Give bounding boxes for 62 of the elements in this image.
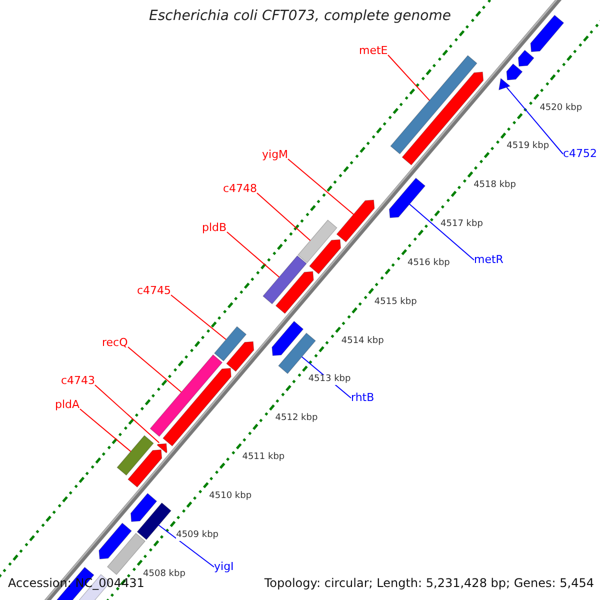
gene-label: c4743 (61, 375, 96, 388)
gene-feature (506, 63, 523, 80)
gene-label: pldA (55, 399, 80, 412)
leader-line (158, 524, 214, 568)
leader-line (409, 204, 474, 260)
gene-label: metR (474, 254, 504, 266)
scale-label: 4517 kbp (440, 220, 483, 230)
leader-line (128, 346, 182, 393)
gene-label: yigM (262, 149, 288, 162)
gene-bar (136, 502, 172, 540)
gene-feature (309, 239, 341, 274)
genome-info-text: Topology: circular; Length: 5,231,428 bp; Genes: 5,454 (264, 577, 594, 590)
gene-feature (98, 522, 132, 560)
leader-line (226, 232, 280, 278)
gene-bar (278, 332, 316, 374)
scale-label: 4512 kbp (275, 414, 318, 424)
scale-label: 4519 kbp (506, 142, 550, 152)
gene-feature (130, 492, 158, 522)
gene-feature (275, 271, 314, 314)
scale-label: 4509 kbp (176, 530, 219, 541)
scale-label: 4515 kbp (374, 298, 417, 308)
gene-bar (116, 435, 154, 476)
leader-line (170, 294, 227, 340)
leader-line (94, 384, 160, 444)
scale-label: 4513 kbp (308, 375, 351, 386)
gene-label: pldB (202, 222, 227, 234)
scale-label: 4514 kbp (341, 336, 384, 346)
scale-label: 4518 kbp (474, 181, 516, 192)
gene-bar (262, 255, 307, 304)
leader-line (388, 54, 430, 101)
gene-feature (226, 341, 254, 372)
gene-feature (389, 178, 426, 218)
gene-label: yigI (214, 561, 234, 574)
gene-bar (150, 354, 223, 437)
gene-feature (156, 443, 168, 454)
scale-label: 4516 kbp (407, 258, 450, 269)
gene-label: c4748 (223, 183, 258, 196)
gene-feature (530, 14, 564, 52)
gene-label: rhtB (351, 392, 374, 404)
scale-label: 4510 kbp (209, 492, 252, 502)
gene-bar (214, 326, 247, 362)
leader-line (288, 158, 354, 215)
leader-line (80, 408, 132, 452)
gene-label: recQ (102, 337, 128, 350)
scale-label: 4508 kbp (143, 570, 186, 580)
title: Escherichia coli CFT073, complete genome (148, 9, 452, 24)
gene-feature (402, 72, 484, 166)
scale-label: 4511 kbp (242, 453, 285, 463)
gene-feature (498, 78, 511, 90)
leader-line (256, 192, 311, 242)
scale-label: 4520 kbp (540, 104, 582, 114)
gene-feature (336, 200, 375, 242)
gene-feature (162, 368, 232, 446)
leader-line (506, 86, 564, 154)
gene-label: metE (359, 45, 388, 58)
gene-feature (518, 50, 534, 67)
gene-bar (298, 220, 338, 264)
gene-feature (128, 449, 162, 488)
gene-label: c4745 (137, 285, 172, 298)
gene-label: c4752 (563, 148, 598, 160)
gene-feature (272, 320, 304, 356)
gene-bar (390, 55, 478, 154)
